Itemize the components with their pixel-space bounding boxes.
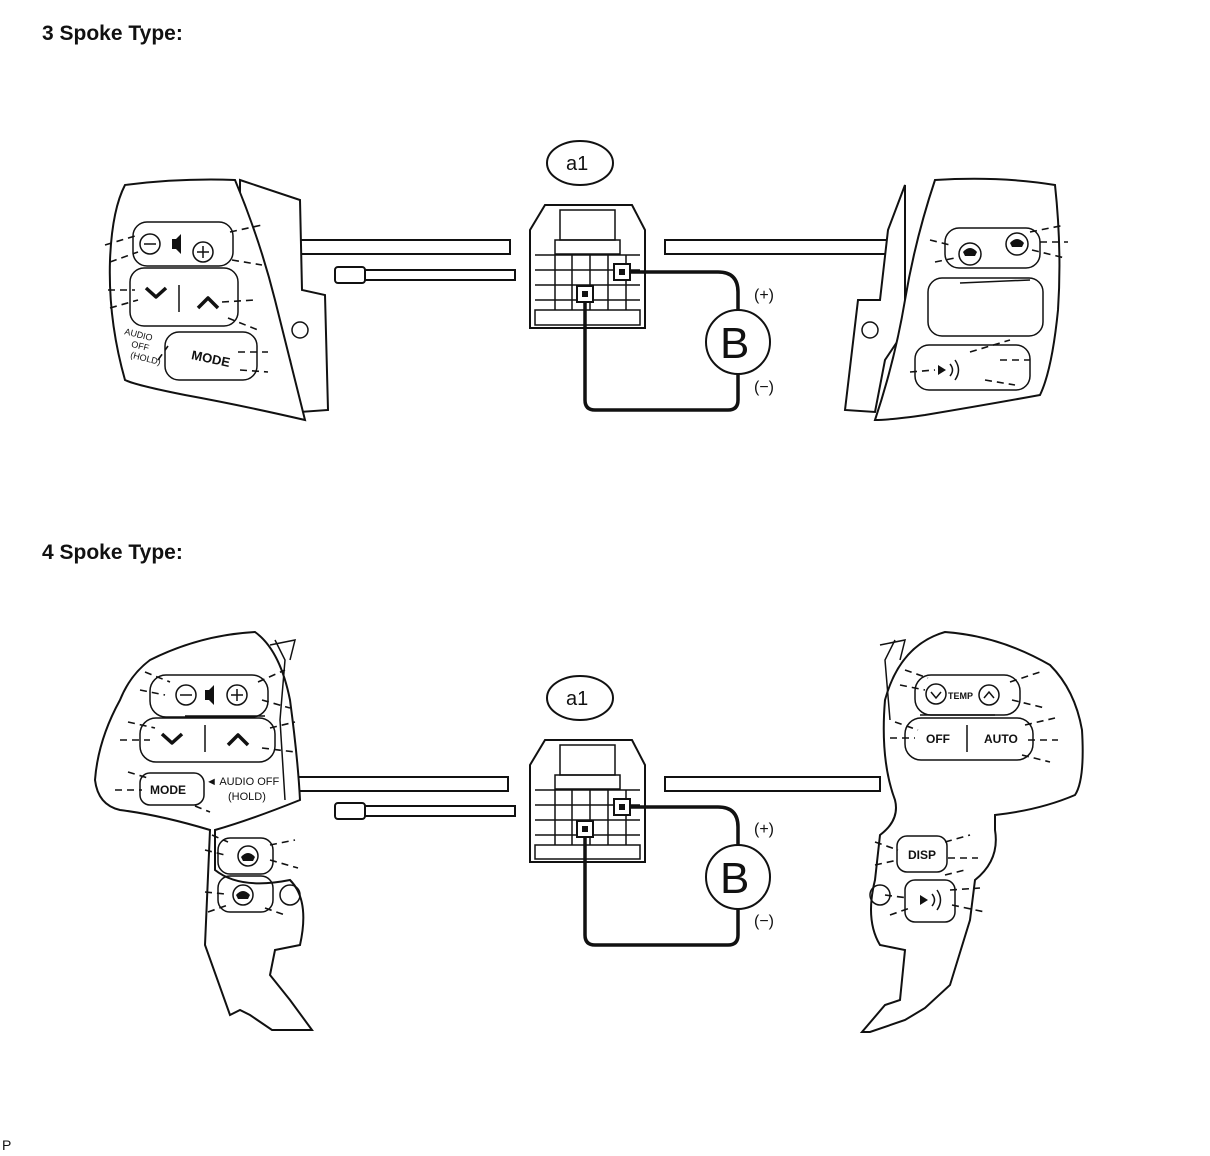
volume-minus-icon	[175, 684, 197, 706]
shaft-right	[664, 776, 881, 792]
temp-up-icon	[978, 684, 1000, 706]
wire-negative	[583, 302, 740, 412]
phone-pickup-icon	[958, 242, 982, 266]
steering-switch-right: TEMP OFF AUTO DISP	[859, 630, 1084, 1033]
battery-symbol	[705, 309, 771, 375]
section-title-4-spoke: 4 Spoke Type:	[42, 541, 183, 564]
wire-negative	[583, 837, 740, 947]
disp-button-label: DISP	[908, 848, 936, 862]
connector-a1-callout	[546, 140, 614, 186]
footer-mark: P	[2, 1137, 12, 1153]
battery-label: B	[720, 319, 749, 368]
phone-hangup-icon	[232, 884, 254, 906]
audio-off-label-line2: (HOLD)	[228, 791, 266, 803]
seek-up-icon	[196, 296, 220, 310]
volume-plus-icon	[226, 684, 248, 706]
steering-switch-left: MODE ◄ AUDIO OFF (HOLD)	[93, 630, 314, 1031]
mode-button-label: MODE	[150, 783, 186, 797]
seek-up-icon	[226, 733, 250, 747]
connector-a1-callout	[546, 675, 614, 721]
wire-positive	[630, 270, 740, 312]
temp-down-icon	[925, 683, 947, 705]
positive-polarity-label: (+)	[754, 821, 774, 838]
shaft-left	[297, 776, 516, 820]
connector-a1-label: a1	[566, 688, 588, 710]
seek-down-icon	[160, 732, 184, 745]
audio-off-label-line1: ◄ AUDIO OFF	[206, 776, 280, 788]
steering-switch-left: MODE AUDIO OFF (HOLD)	[104, 178, 330, 422]
ac-off-button-label: OFF	[926, 732, 950, 746]
diagram-4-spoke: MODE ◄ AUDIO OFF (HOLD) a1 B (+) (−)	[93, 630, 1084, 1033]
volume-minus-icon	[139, 233, 161, 255]
battery-label: B	[720, 854, 749, 903]
speaker-icon	[172, 234, 181, 254]
audio-off-label-line2: OFF	[130, 339, 150, 353]
phone-hangup-icon	[1005, 232, 1029, 256]
connector-a1	[529, 204, 646, 329]
wire-positive	[630, 805, 740, 847]
phone-pickup-icon	[237, 845, 259, 867]
negative-polarity-label: (−)	[754, 379, 774, 396]
temp-label: TEMP	[948, 691, 973, 701]
shaft-left	[284, 239, 516, 284]
voice-command-icon	[920, 889, 942, 911]
connector-a1	[529, 739, 646, 863]
connector-a1-label: a1	[566, 153, 588, 175]
section-title-3-spoke: 3 Spoke Type:	[42, 22, 183, 45]
volume-plus-icon	[192, 241, 214, 263]
steering-switch-right	[843, 177, 1068, 422]
shaft-right	[664, 239, 891, 255]
voice-command-icon	[938, 359, 960, 381]
speaker-icon	[205, 685, 214, 705]
negative-polarity-label: (−)	[754, 913, 774, 930]
positive-polarity-label: (+)	[754, 287, 774, 304]
battery-symbol	[705, 844, 771, 910]
ac-auto-button-label: AUTO	[984, 732, 1018, 746]
diagram-3-spoke: MODE AUDIO OFF (HOLD) a1 B (+) (−)	[104, 140, 1068, 422]
seek-down-icon	[144, 286, 168, 299]
